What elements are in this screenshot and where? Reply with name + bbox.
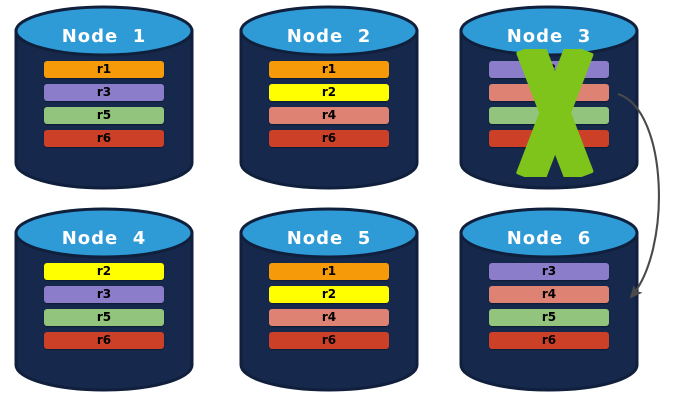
replica-label: r4 bbox=[321, 108, 337, 122]
replica-label: r6 bbox=[96, 131, 112, 145]
node-2-cylinder[interactable]: Node 2 r1 r2 r4 r6 bbox=[238, 5, 420, 190]
replica-label: r6 bbox=[321, 333, 337, 347]
node-3-replica-list: r3 r4 r5 r6 bbox=[489, 61, 609, 153]
node-6-cylinder[interactable]: Node 6 r3 r4 r5 r6 bbox=[458, 207, 640, 392]
replica-bar[interactable]: r6 bbox=[44, 332, 164, 349]
replica-bar[interactable]: r2 bbox=[44, 263, 164, 280]
replica-bar[interactable]: r5 bbox=[489, 309, 609, 326]
replica-label: r1 bbox=[321, 264, 337, 278]
replica-bar[interactable]: r5 bbox=[44, 107, 164, 124]
replica-label: r2 bbox=[96, 264, 112, 278]
replica-bar[interactable]: r1 bbox=[269, 61, 389, 78]
replica-bar[interactable]: r6 bbox=[269, 130, 389, 147]
replica-label: r4 bbox=[321, 310, 337, 324]
replica-bar[interactable]: r3 bbox=[489, 263, 609, 280]
node-6-replica-list: r3 r4 r5 r6 bbox=[489, 263, 609, 355]
replica-bar[interactable]: r3 bbox=[489, 61, 609, 78]
node-3-cylinder[interactable]: Node 3 r3 r4 r5 r6 bbox=[458, 5, 640, 190]
node-4-cylinder[interactable]: Node 4 r2 r3 r5 r6 bbox=[13, 207, 195, 392]
replica-label: r5 bbox=[541, 108, 557, 122]
replica-bar[interactable]: r6 bbox=[489, 130, 609, 147]
replica-label: r6 bbox=[541, 333, 557, 347]
replica-bar[interactable]: r2 bbox=[269, 84, 389, 101]
replica-label: r1 bbox=[321, 62, 337, 76]
node-5-replica-list: r1 r2 r4 r6 bbox=[269, 263, 389, 355]
node-1-replica-list: r1 r3 r5 r6 bbox=[44, 61, 164, 153]
node-5-cylinder[interactable]: Node 5 r1 r2 r4 r6 bbox=[238, 207, 420, 392]
replica-bar[interactable]: r1 bbox=[44, 61, 164, 78]
replica-label: r6 bbox=[541, 131, 557, 145]
node-4-replica-list: r2 r3 r5 r6 bbox=[44, 263, 164, 355]
replica-label: r3 bbox=[541, 264, 557, 278]
replica-bar[interactable]: r1 bbox=[269, 263, 389, 280]
replica-label: r4 bbox=[541, 85, 557, 99]
replica-bar[interactable]: r6 bbox=[269, 332, 389, 349]
replica-label: r4 bbox=[541, 287, 557, 301]
replica-label: r5 bbox=[541, 310, 557, 324]
replica-label: r3 bbox=[541, 62, 557, 76]
replica-label: r5 bbox=[96, 108, 112, 122]
replica-bar[interactable]: r5 bbox=[44, 309, 164, 326]
replica-label: r2 bbox=[321, 85, 337, 99]
replica-label: r3 bbox=[96, 85, 112, 99]
replica-label: r1 bbox=[96, 62, 112, 76]
replica-bar[interactable]: r4 bbox=[489, 286, 609, 303]
replica-label: r2 bbox=[321, 287, 337, 301]
replica-label: r3 bbox=[96, 287, 112, 301]
replica-label: r6 bbox=[96, 333, 112, 347]
replica-bar[interactable]: r3 bbox=[44, 84, 164, 101]
replica-bar[interactable]: r4 bbox=[489, 84, 609, 101]
node-1-cylinder[interactable]: Node 1 r1 r3 r5 r6 bbox=[13, 5, 195, 190]
replica-bar[interactable]: r2 bbox=[269, 286, 389, 303]
node-2-replica-list: r1 r2 r4 r6 bbox=[269, 61, 389, 153]
replica-bar[interactable]: r5 bbox=[489, 107, 609, 124]
replica-bar[interactable]: r6 bbox=[44, 130, 164, 147]
replica-label: r5 bbox=[96, 310, 112, 324]
replica-bar[interactable]: r3 bbox=[44, 286, 164, 303]
replica-bar[interactable]: r6 bbox=[489, 332, 609, 349]
replica-bar[interactable]: r4 bbox=[269, 107, 389, 124]
replica-label: r6 bbox=[321, 131, 337, 145]
replica-bar[interactable]: r4 bbox=[269, 309, 389, 326]
